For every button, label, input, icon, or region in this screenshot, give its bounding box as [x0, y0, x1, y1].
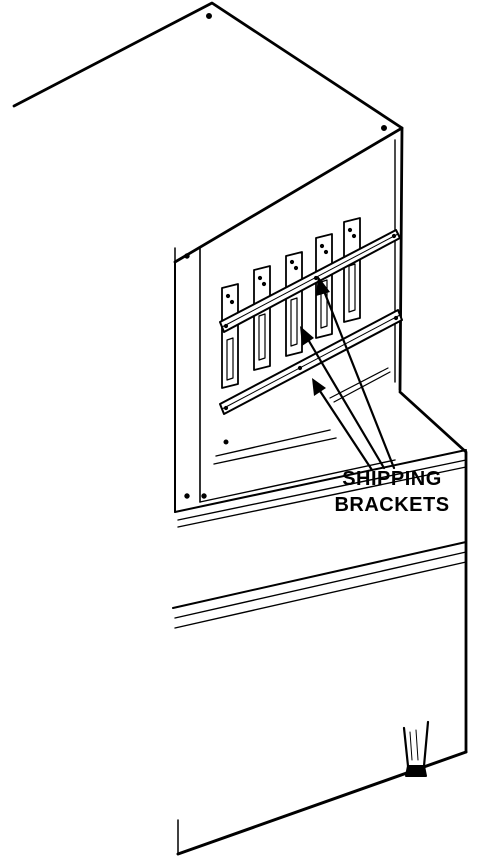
callout-arrows [304, 284, 396, 472]
shipping-bracket-lower [219, 309, 403, 415]
shipping-brackets-label: SHIPPING BRACKETS [296, 466, 488, 518]
cabinet-top [12, 1, 404, 264]
leveling-foot [402, 720, 430, 777]
cabinet-base [172, 390, 468, 856]
cabinet-side [174, 126, 467, 528]
callout-line-2: BRACKETS [334, 494, 450, 516]
callout-line-1: SHIPPING [342, 468, 442, 490]
shipping-bracket-upper [219, 229, 401, 333]
vertical-slot-brackets [221, 217, 361, 389]
